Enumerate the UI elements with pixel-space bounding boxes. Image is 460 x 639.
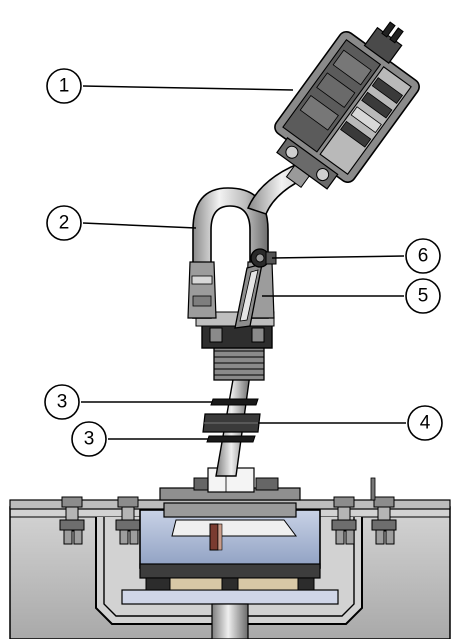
pivot-joint	[250, 248, 277, 268]
callout-3a-label: 3	[57, 392, 68, 413]
bolt-right-inner	[331, 496, 357, 545]
top-device	[274, 21, 420, 190]
bolt-left-inner	[115, 496, 141, 545]
callout-5-label: 5	[418, 286, 429, 307]
leader-line-1	[82, 85, 294, 91]
callout-3a: 3	[44, 384, 80, 420]
ring-lower	[206, 435, 256, 443]
leader-line-6	[271, 255, 405, 259]
bolt-left-outer	[59, 496, 85, 545]
threaded-stem	[213, 344, 265, 381]
callout-2-label: 2	[59, 213, 70, 234]
bolt-right-outer	[370, 477, 397, 545]
bushing	[202, 413, 261, 433]
callout-4-label: 4	[420, 413, 431, 434]
callout-5: 5	[405, 278, 441, 314]
callout-1: 1	[46, 68, 82, 104]
ring-upper	[210, 398, 259, 406]
post-flange	[159, 467, 301, 501]
mount-housing	[139, 502, 321, 591]
callout-3b: 3	[71, 421, 107, 457]
callout-3b-label: 3	[84, 429, 95, 450]
callout-6: 6	[405, 238, 441, 274]
callout-4: 4	[407, 405, 443, 441]
callout-6-label: 6	[418, 246, 429, 267]
callout-1-label: 1	[59, 76, 70, 97]
leader-line-2	[82, 222, 197, 229]
callout-2: 2	[46, 205, 82, 241]
leader-lines	[81, 85, 406, 440]
